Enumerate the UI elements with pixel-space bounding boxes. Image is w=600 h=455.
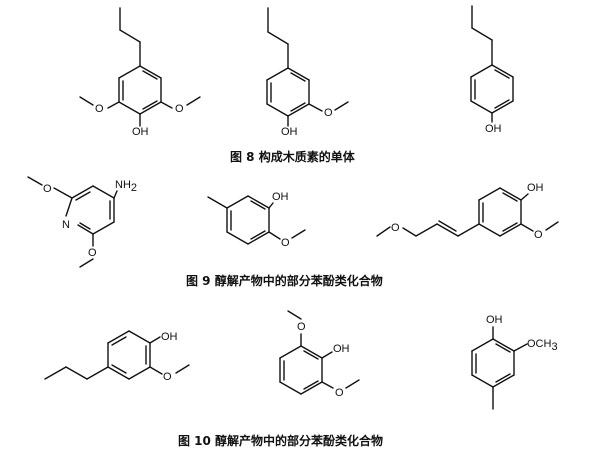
figure-8-caption: 图 8 构成木质素的单体 [230, 149, 356, 164]
label-och3: OCH3 [527, 338, 558, 353]
label-oh: OH [161, 331, 178, 343]
label-o: O [175, 103, 184, 115]
label-o: O [163, 371, 172, 383]
label-oh: OH [527, 182, 544, 194]
molecule-dimethoxy-aminopyridine [27, 176, 118, 268]
label-oh: OH [281, 126, 298, 138]
molecule-dimethoxyphenol [279, 310, 360, 395]
molecule-methoxypropenyl-guaiacol [376, 187, 559, 237]
molecule-guaiacyl-propane [266, 7, 349, 127]
label-oh: OH [485, 123, 502, 135]
label-o: O [281, 237, 290, 249]
label-oh: OH [272, 191, 289, 203]
label-o: O [297, 321, 306, 333]
molecule-syringyl-propane [79, 7, 201, 127]
figure-10-caption: 图 10 醇解产物中的部分苯酚类化合物 [178, 433, 383, 448]
label-oh: OH [132, 126, 149, 138]
figure-9-caption: 图 9 醇解产物中的部分苯酚类化合物 [186, 273, 383, 288]
molecule-methoxy-propylphenol [44, 330, 190, 380]
molecule-methoxy-methylphenol-och3 [471, 326, 528, 410]
label-o: O [95, 103, 104, 115]
label-o: O [534, 229, 543, 241]
label-o: O [335, 387, 344, 399]
molecule-p-hydroxyphenyl-propane [470, 5, 514, 123]
label-o: O [88, 247, 97, 259]
label-oh: OH [333, 343, 350, 355]
label-o: O [391, 222, 400, 234]
label-nh2: NH2 [115, 179, 137, 194]
label-oh: OH [486, 314, 503, 326]
label-n: N [62, 219, 70, 231]
molecule-methoxy-methylphenol [207, 195, 306, 245]
label-o: O [324, 107, 333, 119]
label-o: O [43, 183, 52, 195]
